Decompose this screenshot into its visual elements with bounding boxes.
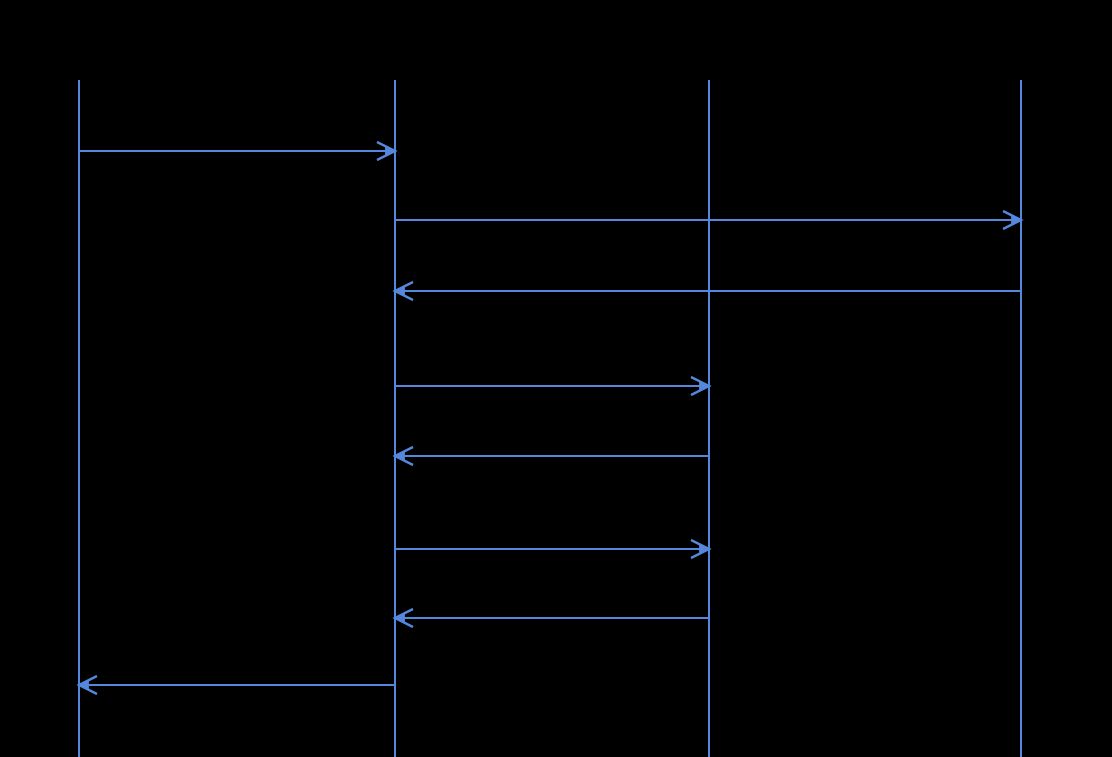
message-arrowhead-fill: [79, 679, 89, 691]
message-arrowhead-fill: [395, 612, 405, 624]
message-arrowhead-fill: [385, 145, 395, 157]
message-arrow-1[interactable]: [79, 140, 398, 162]
message-arrow-5[interactable]: [392, 445, 709, 467]
lifelines-group: [77, 80, 1023, 757]
message-arrow-3[interactable]: [392, 280, 1021, 302]
message-arrow-4[interactable]: [395, 375, 712, 397]
message-arrowhead-fill: [395, 285, 405, 297]
messages-group: [76, 140, 1024, 696]
message-arrow-8[interactable]: [76, 674, 395, 696]
message-arrowhead-fill: [699, 543, 709, 555]
message-arrow-6[interactable]: [395, 538, 712, 560]
message-arrowhead-fill: [1011, 214, 1021, 226]
message-arrow-2[interactable]: [395, 209, 1024, 231]
message-arrow-7[interactable]: [392, 607, 709, 629]
message-arrowhead-fill: [699, 380, 709, 392]
message-arrowhead-fill: [395, 450, 405, 462]
